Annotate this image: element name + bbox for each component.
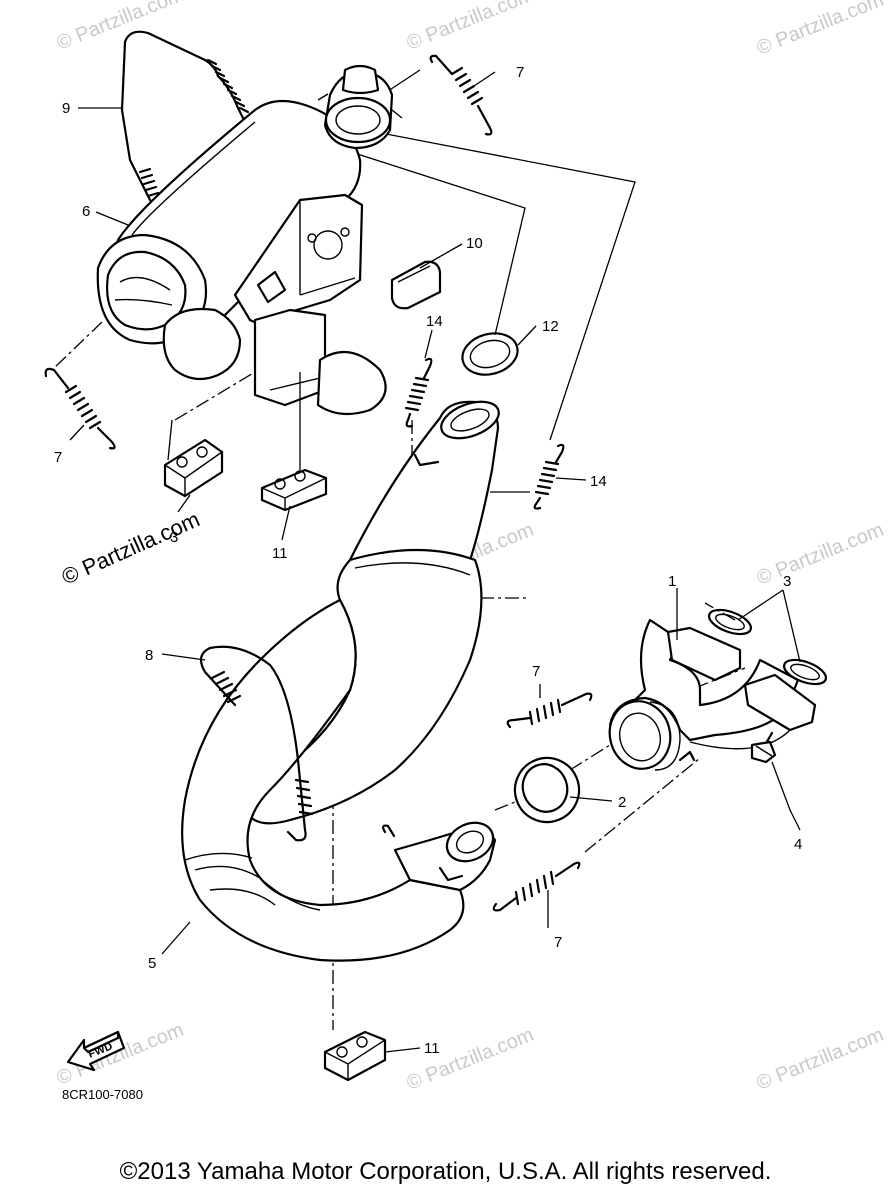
gasket-2	[513, 756, 581, 824]
bracket-11-lower	[323, 1030, 387, 1082]
callout-11: 11	[424, 1040, 440, 1057]
callout-3: 3	[170, 529, 178, 546]
manifold-1	[608, 618, 817, 771]
silencer-6	[96, 64, 403, 416]
callout-7: 7	[516, 64, 524, 81]
callout-7: 7	[532, 663, 540, 680]
fwd-arrow-icon: FWD	[66, 1030, 126, 1072]
watermark-dark: © Partzilla.com	[58, 506, 204, 589]
callout-7: 7	[54, 449, 62, 466]
spring-wire-9	[120, 30, 251, 202]
callout-7: 7	[554, 934, 562, 951]
gasket-3-pair	[707, 608, 828, 686]
exhaust-pipe-5	[181, 400, 500, 962]
callout-3: 3	[783, 573, 791, 590]
spring-7-middle	[506, 692, 593, 729]
callout-11: 11	[272, 545, 288, 562]
spring-7-lower	[492, 861, 581, 912]
callout-8: 8	[145, 647, 153, 664]
callout-14: 14	[426, 313, 443, 330]
callout-4: 4	[794, 836, 802, 853]
spring-7-top-right	[429, 54, 493, 136]
callout-9: 9	[62, 100, 70, 117]
callout-10: 10	[466, 235, 483, 252]
copyright-notice: ©2013 Yamaha Motor Corporation, U.S.A. A…	[119, 1158, 772, 1185]
bolt-4	[750, 731, 777, 764]
gasket-12	[461, 332, 519, 376]
bracket-11-upper	[260, 468, 328, 512]
watermark: © Partzilla.com	[54, 0, 187, 55]
watermark: © Partzilla.com	[754, 519, 887, 590]
damper-10	[390, 260, 442, 310]
diagram-code: 8CR100-7080	[62, 1087, 143, 1102]
callout-14: 14	[590, 473, 607, 490]
leader-lines	[69, 71, 801, 1053]
callout-5: 5	[148, 955, 156, 972]
callout-6: 6	[82, 203, 90, 220]
callout-2: 2	[618, 794, 626, 811]
spring-14-right	[533, 443, 565, 510]
spring-wire-8	[199, 645, 314, 842]
watermark: © Partzilla.com	[404, 0, 537, 55]
watermark: © Partzilla.com	[404, 1024, 537, 1095]
watermark: © Partzilla.com	[754, 0, 887, 60]
watermark: © Partzilla.com	[754, 1024, 887, 1095]
callout-1: 1	[668, 573, 676, 590]
callout-12: 12	[542, 318, 559, 335]
callout-numbers: 9 7 6 10 12 14 7 14 3 11 1 3 8 7 2 4 7 5…	[54, 64, 802, 1057]
spring-14-left	[404, 357, 433, 428]
bracket-3	[163, 438, 224, 498]
spring-7-left	[44, 367, 116, 450]
